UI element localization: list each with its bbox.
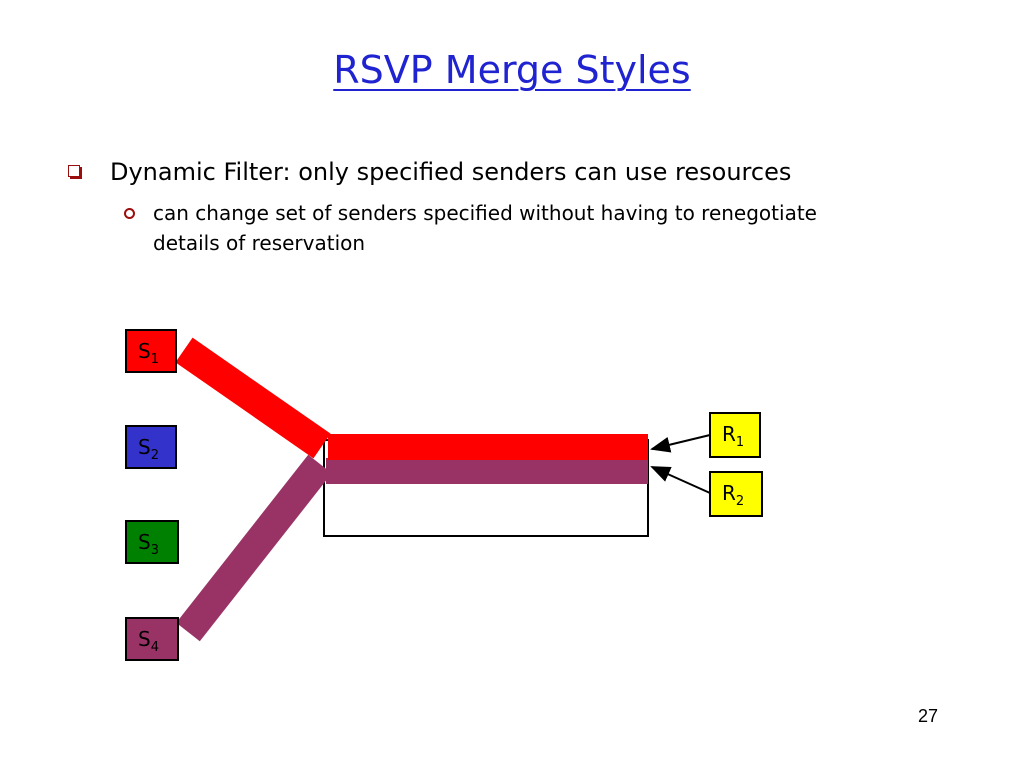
sender-s3: S3 (125, 520, 179, 564)
svg-text:S4: S4 (138, 627, 159, 655)
sender-label: S (138, 339, 151, 363)
receiver-subscript: 1 (736, 435, 744, 450)
bullet-text: Dynamic Filter: only specified senders c… (110, 158, 792, 186)
receiver-label: R (722, 422, 736, 446)
receiver-subscript: 2 (736, 494, 744, 509)
arrow-r2 (650, 466, 711, 494)
receiver-r2: R2 (709, 471, 763, 517)
sender-s2: S2 (125, 425, 177, 469)
flow-s1-diagonal (175, 337, 331, 459)
flow-s4-diagonal (176, 454, 332, 642)
sender-subscript: 3 (151, 543, 159, 558)
svg-text:S1: S1 (138, 339, 159, 367)
flow-s1-horizontal (328, 434, 648, 460)
svg-text:S2: S2 (138, 435, 159, 463)
slide-title: RSVP Merge Styles (333, 48, 691, 92)
svg-text:S3: S3 (138, 530, 159, 558)
sender-s1: S1 (125, 329, 177, 373)
sender-subscript: 2 (151, 448, 159, 463)
sender-label: S (138, 435, 151, 459)
svg-text:R2: R2 (722, 481, 744, 509)
flow-s4-horizontal (326, 458, 648, 484)
receiver-label: R (722, 481, 736, 505)
sender-s4: S4 (125, 617, 179, 661)
receiver-r1: R1 (709, 412, 761, 458)
sender-label: S (138, 530, 151, 554)
arrow-r1 (650, 434, 711, 453)
square-bullet-icon (68, 165, 80, 177)
page-number: 27 (917, 706, 938, 726)
svg-text:R1: R1 (722, 422, 744, 450)
sender-label: S (138, 627, 151, 651)
sender-subscript: 4 (151, 640, 159, 655)
sub-bullet-text: can change set of senders specified with… (153, 201, 817, 255)
circle-bullet-icon (124, 208, 135, 219)
sender-subscript: 1 (151, 352, 159, 367)
